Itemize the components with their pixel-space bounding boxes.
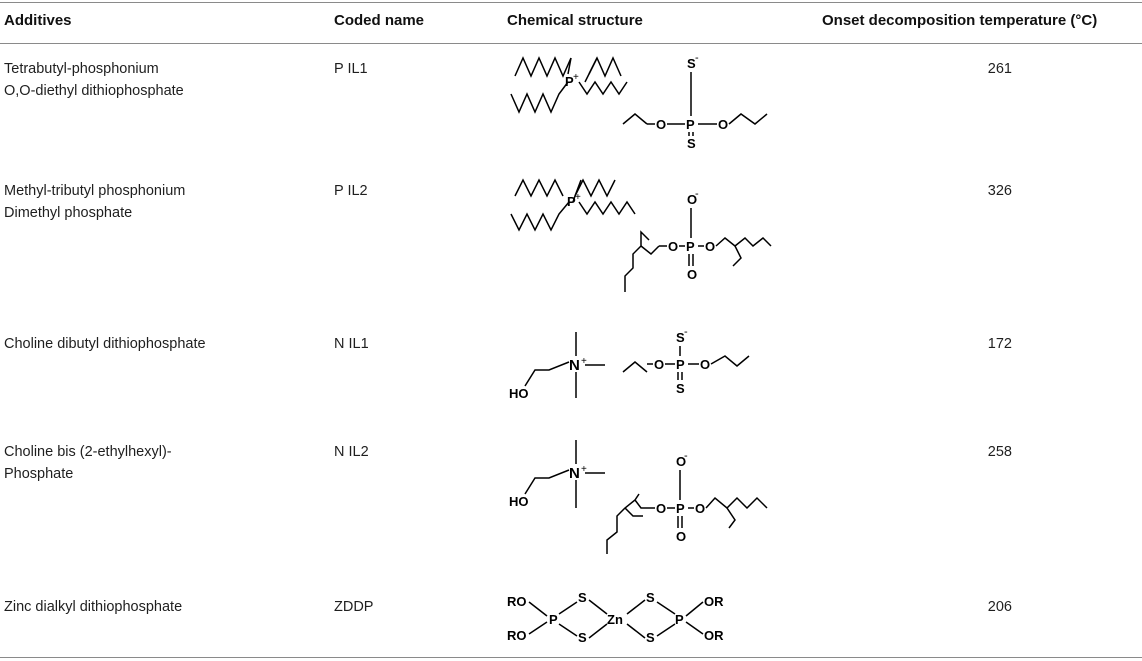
hydroxyl-group: HO bbox=[509, 494, 529, 509]
positive-charge: + bbox=[575, 192, 581, 203]
top-rule bbox=[0, 2, 1142, 3]
onset-temperature: 258 bbox=[987, 444, 1012, 460]
alkoxy-group: OR bbox=[704, 628, 724, 643]
positive-charge: + bbox=[581, 464, 587, 475]
phosphorus-atom: P bbox=[686, 117, 695, 132]
sulfur-atom: S bbox=[646, 590, 655, 605]
oxygen-atom: O bbox=[676, 529, 686, 544]
negative-charge: - bbox=[695, 188, 699, 200]
additive-name-line-1: Zinc dialkyl dithiophosphate bbox=[4, 599, 183, 615]
oxygen-atom: O bbox=[687, 267, 697, 282]
additive-name-line-1: Choline dibutyl dithiophosphate bbox=[4, 336, 206, 352]
bottom-rule bbox=[0, 657, 1142, 658]
nitrogen-cation: N bbox=[569, 357, 580, 374]
phosphorus-atom: P bbox=[676, 357, 685, 372]
additive-name-line-2: O,O-diethyl dithiophosphate bbox=[4, 83, 184, 99]
oxygen-atom: O bbox=[700, 357, 710, 372]
phosphorus-atom: P bbox=[675, 612, 684, 627]
oxygen-anion: O bbox=[676, 454, 686, 469]
onset-temperature: 206 bbox=[987, 599, 1012, 615]
hydroxyl-group: HO bbox=[509, 386, 529, 401]
oxygen-atom: O bbox=[656, 501, 666, 516]
additive-name-line-1: Tetrabutyl-phosphonium bbox=[4, 61, 159, 77]
phosphorus-atom: P bbox=[549, 612, 558, 627]
oxygen-atom: O bbox=[695, 501, 705, 516]
oxygen-atom: O bbox=[656, 117, 666, 132]
negative-charge: - bbox=[684, 450, 688, 462]
phosphorus-atom: P bbox=[686, 239, 695, 254]
positive-charge: + bbox=[573, 72, 579, 83]
header-chemical-structure: Chemical structure bbox=[507, 12, 643, 29]
structure-n-il2: HO N + O P O - O O bbox=[509, 440, 768, 554]
oxygen-atom: O bbox=[654, 357, 664, 372]
onset-temperature: 172 bbox=[987, 336, 1012, 352]
zinc-atom: Zn bbox=[607, 612, 623, 627]
coded-name: N IL1 bbox=[334, 336, 369, 352]
oxygen-atom: O bbox=[718, 117, 728, 132]
oxygen-atom: O bbox=[668, 239, 678, 254]
additive-name-line-1: Methyl-tributyl phosphonium bbox=[4, 183, 186, 199]
structure-n-il1: HO N + O P S - S O bbox=[509, 326, 750, 401]
coded-name: P IL2 bbox=[334, 183, 368, 199]
sulfur-atom: S bbox=[578, 630, 587, 645]
phosphorus-cation: P bbox=[567, 194, 576, 209]
additive-name-line-2: Phosphate bbox=[4, 466, 74, 482]
alkoxy-group: OR bbox=[704, 594, 724, 609]
header-onset-temperature: Onset decomposition temperature (°C) bbox=[822, 12, 1098, 29]
coded-name: P IL1 bbox=[334, 61, 368, 77]
structure-zddp: RO RO P S S Zn S S P OR OR bbox=[507, 590, 724, 645]
sulfur-atom: S bbox=[676, 381, 685, 396]
sulfur-atom: S bbox=[578, 590, 587, 605]
structure-p-il2: P + O P O - O O bbox=[510, 178, 772, 292]
header-rule bbox=[0, 43, 1142, 44]
nitrogen-cation: N bbox=[569, 465, 580, 482]
sulfur-anion: S bbox=[687, 56, 696, 71]
alkoxy-group: RO bbox=[507, 594, 527, 609]
phosphorus-cation: P bbox=[565, 74, 574, 89]
header-additives: Additives bbox=[4, 12, 72, 29]
onset-temperature: 261 bbox=[987, 61, 1012, 77]
alkoxy-group: RO bbox=[507, 628, 527, 643]
coded-name: ZDDP bbox=[334, 599, 374, 615]
sulfur-atom: S bbox=[646, 630, 655, 645]
onset-temperature: 326 bbox=[987, 183, 1012, 199]
sulfur-anion: S bbox=[676, 330, 685, 345]
additive-name-line-1: Choline bis (2-ethylhexyl)- bbox=[4, 444, 172, 460]
phosphorus-atom: P bbox=[676, 501, 685, 516]
coded-name: N IL2 bbox=[334, 444, 369, 460]
structure-p-il1: P + O P S - S O bbox=[510, 52, 768, 151]
negative-charge: - bbox=[684, 326, 688, 338]
oxygen-anion: O bbox=[687, 192, 697, 207]
positive-charge: + bbox=[581, 356, 587, 367]
oxygen-atom: O bbox=[705, 239, 715, 254]
additive-name-line-2: Dimethyl phosphate bbox=[4, 205, 133, 221]
negative-charge: - bbox=[695, 52, 699, 64]
sulfur-atom: S bbox=[687, 136, 696, 151]
header-coded-name: Coded name bbox=[334, 12, 425, 29]
